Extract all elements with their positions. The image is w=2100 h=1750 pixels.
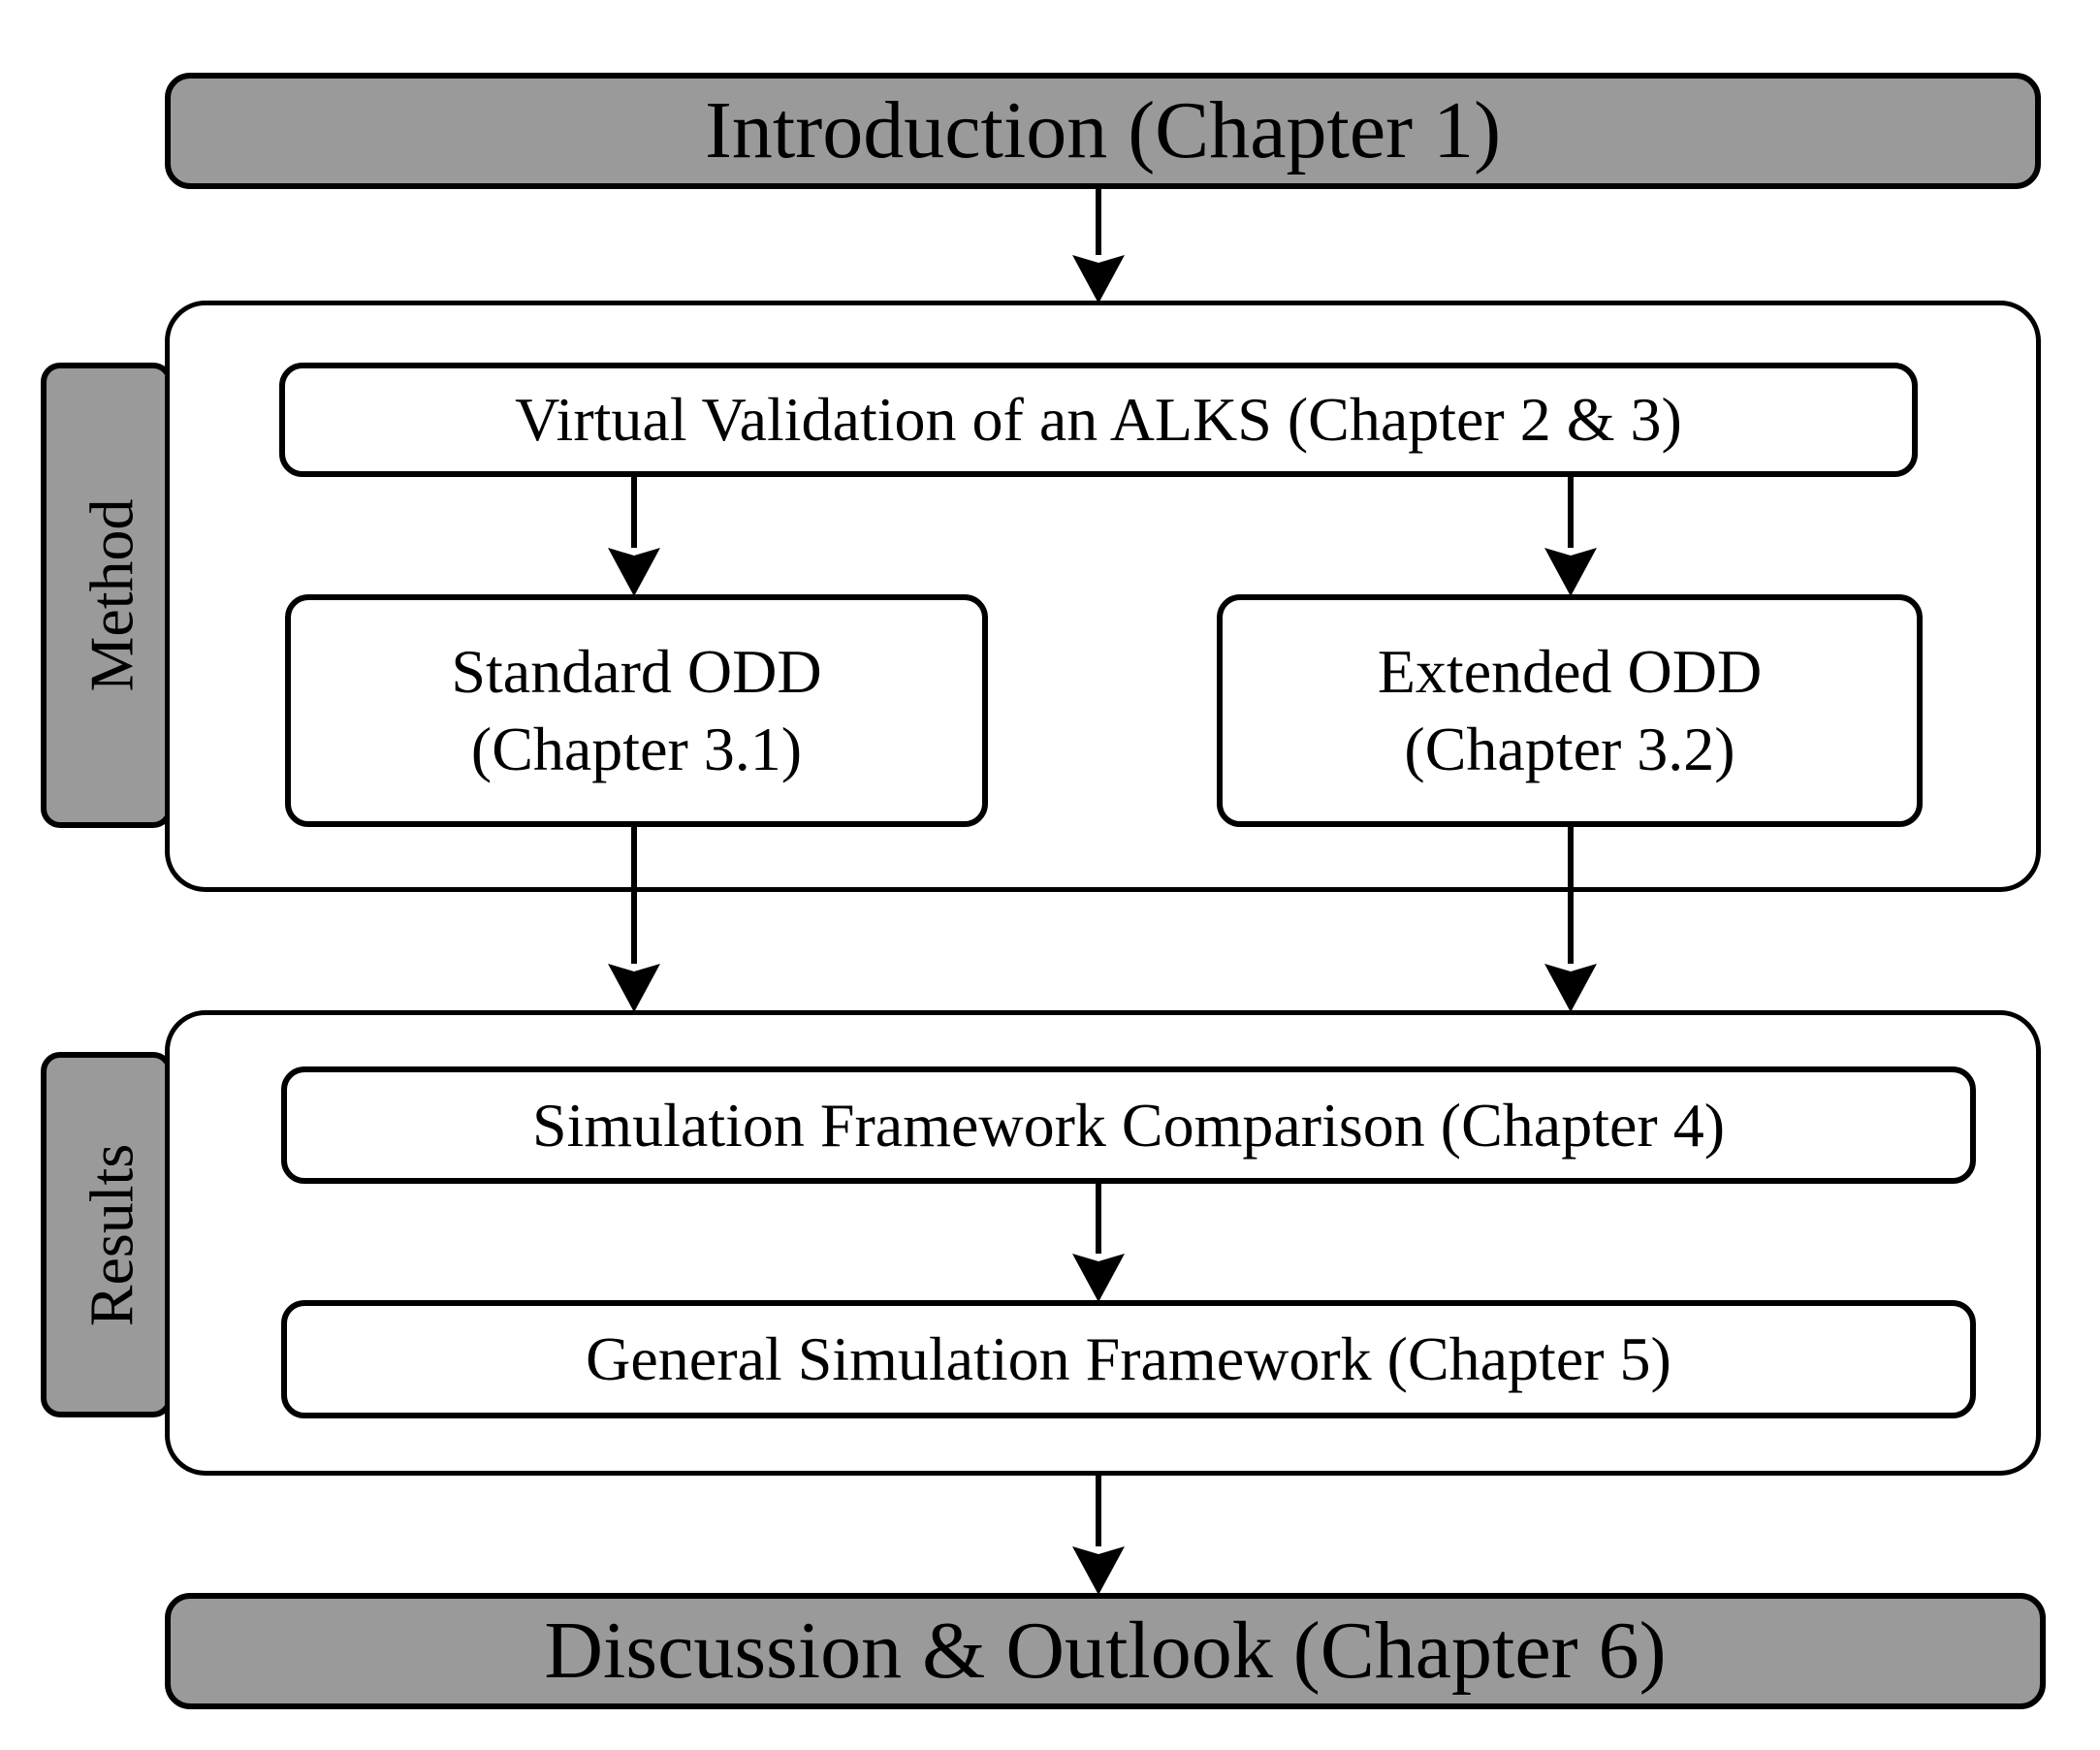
node-extended-odd-line2: (Chapter 3.2): [1404, 715, 1735, 783]
arrow-shaft: [1096, 1184, 1101, 1254]
node-standard-odd-line1: Standard ODD: [451, 637, 822, 706]
node-general-simulation-framework-label: General Simulation Framework (Chapter 5): [586, 1324, 1671, 1394]
arrow-shaft: [1568, 826, 1574, 964]
node-discussion-outlook: Discussion & Outlook (Chapter 6): [165, 1593, 2046, 1709]
results-group-label-text: Results: [77, 1143, 146, 1326]
arrow-head-icon: [608, 548, 660, 596]
arrow-shaft: [1096, 189, 1101, 255]
node-discussion-outlook-label: Discussion & Outlook (Chapter 6): [544, 1605, 1667, 1696]
arrow-shaft: [1096, 1476, 1101, 1546]
arrow-head-icon: [1072, 1546, 1125, 1595]
method-group-label-text: Method: [77, 498, 146, 692]
node-extended-odd-line1: Extended ODD: [1377, 637, 1763, 706]
arrow-head-icon: [1072, 1254, 1125, 1302]
arrow-head-icon: [1072, 255, 1125, 303]
arrow-head-icon: [1544, 964, 1597, 1012]
arrow-head-icon: [1544, 548, 1597, 596]
arrow-comparison-to-general-framework: [1071, 1184, 1126, 1302]
node-general-simulation-framework: General Simulation Framework (Chapter 5): [281, 1300, 1976, 1418]
node-standard-odd: Standard ODD (Chapter 3.1): [285, 594, 988, 827]
method-group-label: Method: [41, 363, 173, 828]
arrow-shaft: [1568, 477, 1574, 548]
arrow-results-to-discussion: [1071, 1476, 1126, 1595]
node-introduction-label: Introduction (Chapter 1): [704, 84, 1502, 175]
arrow-virtual-validation-to-standard-odd: [607, 477, 661, 596]
node-simulation-framework-comparison: Simulation Framework Comparison (Chapter…: [281, 1066, 1976, 1184]
node-introduction: Introduction (Chapter 1): [165, 73, 2041, 189]
results-group-label: Results: [41, 1052, 173, 1417]
arrow-head-icon: [608, 964, 660, 1012]
node-virtual-validation: Virtual Validation of an ALKS (Chapter 2…: [279, 363, 1918, 477]
arrow-shaft: [631, 826, 637, 964]
arrow-shaft: [631, 477, 637, 548]
node-virtual-validation-label: Virtual Validation of an ALKS (Chapter 2…: [515, 385, 1682, 455]
node-standard-odd-label: Standard ODD (Chapter 3.1): [451, 633, 821, 788]
arrow-extended-odd-to-results: [1543, 826, 1598, 1012]
node-extended-odd-label: Extended ODD (Chapter 3.2): [1378, 633, 1762, 788]
arrow-standard-odd-to-results: [607, 826, 661, 1012]
arrow-virtual-validation-to-extended-odd: [1543, 477, 1598, 596]
node-extended-odd: Extended ODD (Chapter 3.2): [1217, 594, 1923, 827]
node-standard-odd-line2: (Chapter 3.1): [470, 715, 803, 783]
node-simulation-framework-comparison-label: Simulation Framework Comparison (Chapter…: [531, 1090, 1726, 1160]
arrow-introduction-to-method: [1071, 189, 1126, 303]
